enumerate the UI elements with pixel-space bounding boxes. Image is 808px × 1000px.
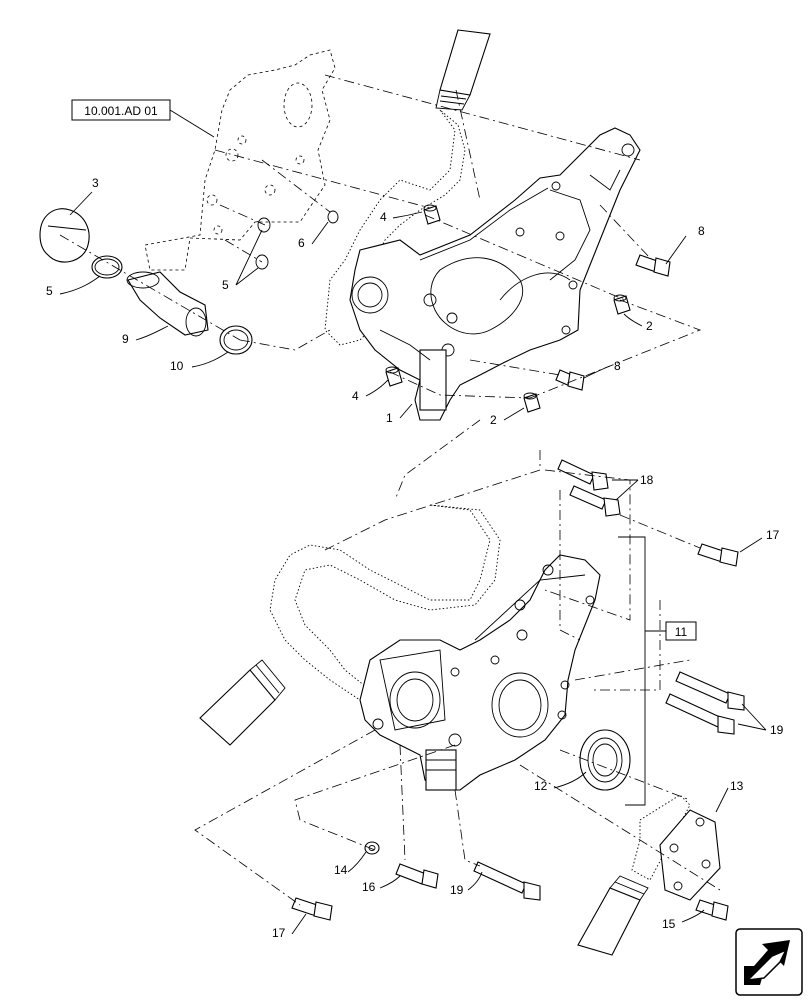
cover-plate-13 [631, 794, 721, 901]
dowel-pin-2b [523, 392, 541, 413]
callout-16: 16 [362, 880, 376, 894]
front-cover [359, 554, 601, 791]
callout-13: 13 [730, 779, 744, 793]
bolt-19c [473, 861, 541, 901]
callout-6: 6 [298, 236, 305, 250]
o-ring-5b [255, 254, 269, 270]
callout-8a: 8 [698, 224, 705, 238]
callout-4a: 4 [380, 210, 387, 224]
oil-seal-12 [579, 729, 631, 791]
assembly-label: 11 [675, 625, 688, 639]
callout-4b: 4 [352, 389, 359, 403]
bolt-17b [291, 897, 333, 921]
callout-5: 5 [222, 278, 229, 292]
bolt-8b [555, 369, 585, 391]
bolt-18a [557, 459, 609, 491]
bolt-8a [635, 254, 671, 277]
callout-3: 3 [92, 176, 99, 190]
tube-9 [126, 271, 209, 337]
callout-9: 9 [122, 332, 129, 346]
o-ring-5a [257, 217, 271, 233]
assembly-box[interactable]: 11 [645, 621, 697, 641]
callout-17b: 17 [272, 926, 286, 940]
callout-17a: 17 [766, 528, 780, 542]
reference-box[interactable]: 10.001.AD 01 [71, 99, 215, 138]
sealant-tube-top [435, 29, 491, 111]
callout-18: 18 [640, 473, 654, 487]
callout-15: 15 [662, 917, 676, 931]
sealant-tube-lower-right [577, 875, 649, 956]
callout-12: 12 [534, 779, 548, 793]
callout-14: 14 [334, 863, 348, 877]
callouts: 3 5 9 10 5 6 4 8 2 8 4 1 2 [46, 176, 784, 940]
gasket-lower [269, 504, 501, 712]
callout-8b: 8 [614, 359, 621, 373]
callout-19a: 19 [770, 723, 784, 737]
bolt-19b [665, 693, 735, 735]
bolt-16 [395, 863, 439, 889]
plug-3 [39, 208, 90, 263]
sealant-tube-lower-left [199, 659, 286, 746]
o-ring-7 [91, 255, 123, 279]
bolt-18b [569, 485, 621, 517]
dowel-pin-4b [385, 366, 403, 387]
dowel-pin-4a [423, 204, 441, 225]
next-page-arrow-icon[interactable] [735, 928, 803, 996]
bolt-19a [675, 671, 745, 711]
o-ring-6 [327, 210, 339, 224]
engine-block-ghost [144, 49, 336, 271]
callout-2b: 2 [490, 413, 497, 427]
washer-14 [364, 841, 380, 855]
timing-gear-housing [349, 127, 641, 421]
reference-label: 10.001.AD 01 [84, 104, 158, 118]
dowel-pin-2a [613, 294, 631, 315]
assembly-lines-lower [194, 419, 721, 906]
bolt-17a [697, 543, 739, 567]
callout-10: 10 [170, 359, 184, 373]
assembly-lines-upper [59, 74, 702, 399]
callout-7: 5 [46, 284, 53, 298]
bolt-15 [695, 899, 729, 921]
callout-19b: 19 [450, 883, 464, 897]
callout-2a: 2 [646, 319, 653, 333]
callout-1: 1 [386, 411, 393, 425]
